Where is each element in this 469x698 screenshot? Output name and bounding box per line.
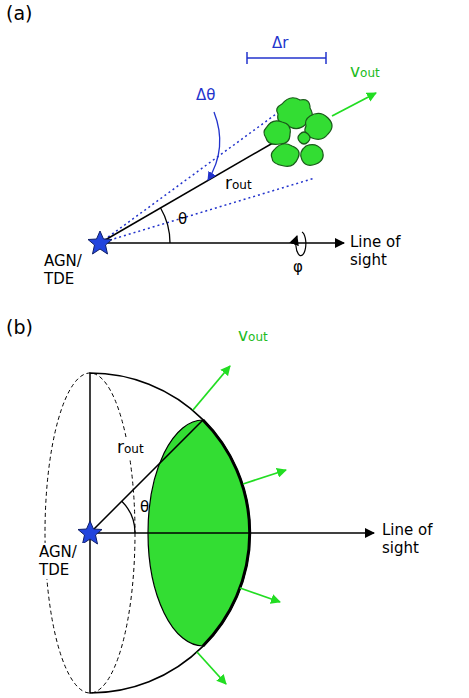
axis-label: Line of sight: [382, 521, 452, 557]
radius-label: rout: [225, 174, 252, 194]
panel-label: (a): [6, 4, 32, 22]
agn-star: [78, 521, 102, 544]
radius-line: [100, 140, 278, 243]
agn-star: [88, 231, 112, 254]
velocity-label: vout: [350, 62, 380, 82]
line-of-sight-arrow: [90, 532, 374, 534]
delta-r-bracket: [247, 52, 326, 64]
dimension-label: Δr: [272, 34, 288, 52]
source-label: AGN/ TDE: [38, 543, 88, 579]
angle-arc: [122, 501, 135, 533]
angle-label: Δθ: [196, 86, 215, 104]
radius-label: rout: [116, 438, 145, 458]
panel-a: [88, 52, 376, 256]
cloud-clumps: [264, 98, 332, 167]
rotation-arrow: [296, 232, 306, 256]
delta-theta-arrow: [208, 112, 220, 180]
angle-arc: [161, 208, 170, 243]
azimuth-label: φ: [293, 258, 303, 276]
panel-label: (b): [6, 318, 33, 336]
cone-edge: [100, 106, 287, 243]
radius-line: [90, 420, 203, 533]
axis-label: Line of sight: [350, 233, 420, 269]
source-label: AGN/ TDE: [44, 252, 92, 288]
panel-b: [45, 366, 374, 693]
cone-edge: [100, 178, 315, 243]
velocity-label: vout: [238, 326, 268, 346]
line-of-sight-arrow: [100, 242, 344, 244]
angle-label: θ: [140, 498, 149, 516]
velocity-arrows: [193, 366, 286, 684]
angle-label: θ: [178, 210, 187, 228]
velocity-arrow: [332, 93, 376, 116]
